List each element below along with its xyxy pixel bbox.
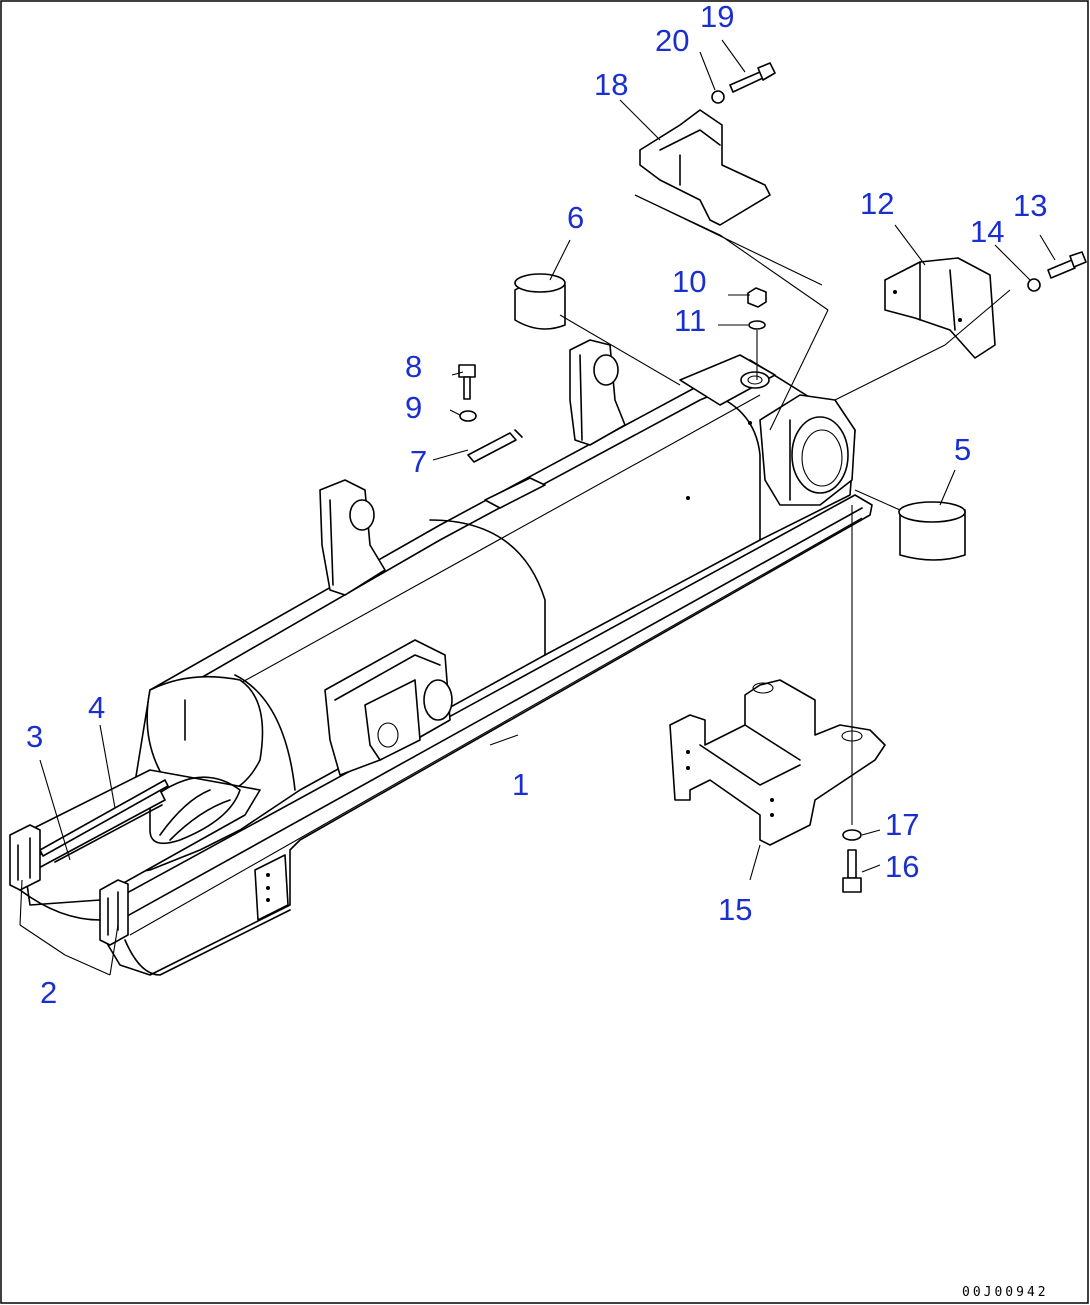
callout-13: 13 xyxy=(1013,188,1047,223)
bolt-19 xyxy=(729,62,776,93)
callout-6: 6 xyxy=(567,200,584,235)
bolt-13 xyxy=(1047,251,1087,279)
nut-10 xyxy=(747,287,767,308)
bushing-6 xyxy=(514,273,566,330)
callout-12: 12 xyxy=(860,186,894,221)
callout-15: 15 xyxy=(718,892,752,927)
callout-5: 5 xyxy=(954,432,971,467)
callout-4: 4 xyxy=(88,690,105,725)
grease-fitting-7 xyxy=(467,429,523,463)
washer-9 xyxy=(459,410,477,422)
callout-17: 17 xyxy=(885,807,919,842)
side-bracket xyxy=(324,639,453,776)
callout-3: 3 xyxy=(26,719,43,754)
support-15 xyxy=(669,679,886,846)
top-bracket-front xyxy=(319,479,386,596)
callout-20: 20 xyxy=(655,23,689,58)
callout-7: 7 xyxy=(410,444,427,479)
top-bracket-rear xyxy=(569,339,626,446)
bolt-16 xyxy=(842,849,862,893)
callout-14: 14 xyxy=(970,214,1004,249)
bracket-12 xyxy=(884,257,996,359)
washer-17 xyxy=(842,829,862,841)
callout-19: 19 xyxy=(700,0,734,34)
callout-18: 18 xyxy=(594,67,628,102)
callout-1: 1 xyxy=(512,767,529,802)
callout-labels: 1 2 3 4 5 6 7 8 9 10 11 12 13 14 15 16 1… xyxy=(26,0,1047,1010)
bracket-18 xyxy=(639,109,771,226)
leader-lines xyxy=(19,39,1056,976)
bolt-8 xyxy=(458,364,476,400)
callout-9: 9 xyxy=(405,390,422,425)
drawing-code: 00J00942 xyxy=(962,1285,1049,1300)
bushing-5 xyxy=(898,501,966,561)
track-frame xyxy=(9,354,873,976)
washer-11 xyxy=(748,320,766,330)
callout-11: 11 xyxy=(674,303,706,338)
callout-16: 16 xyxy=(885,849,919,884)
callout-10: 10 xyxy=(672,264,706,299)
callout-8: 8 xyxy=(405,349,422,384)
washer-20 xyxy=(711,90,725,104)
callout-2: 2 xyxy=(40,975,57,1010)
washer-14 xyxy=(1027,278,1041,292)
